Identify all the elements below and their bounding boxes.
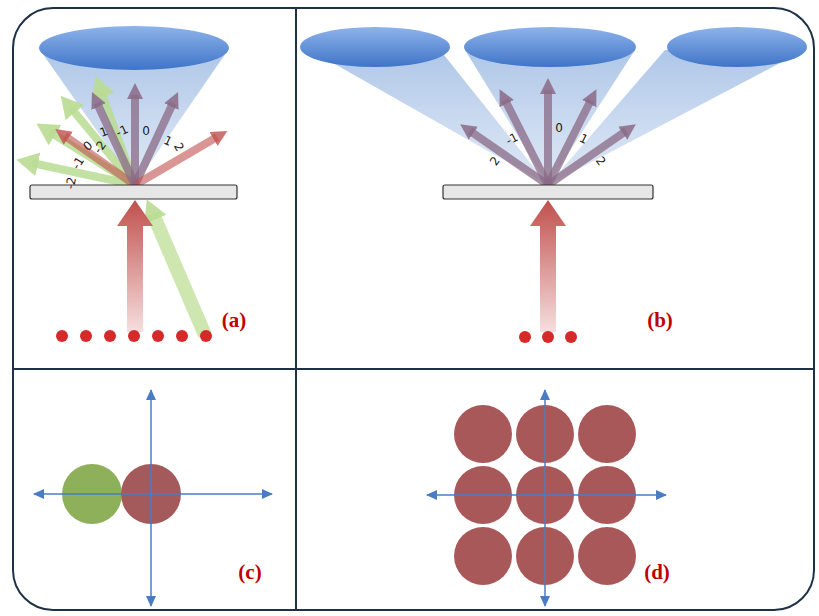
panel-label: (b) xyxy=(647,310,673,331)
order-number: 2 xyxy=(172,141,186,154)
panel-label: (c) xyxy=(238,562,261,583)
order-number: -2 xyxy=(64,176,78,190)
panel-label: (a) xyxy=(222,310,247,331)
order-number: 0 xyxy=(142,125,150,137)
panel-label: (d) xyxy=(644,562,670,583)
order-number: 0 xyxy=(555,122,563,134)
